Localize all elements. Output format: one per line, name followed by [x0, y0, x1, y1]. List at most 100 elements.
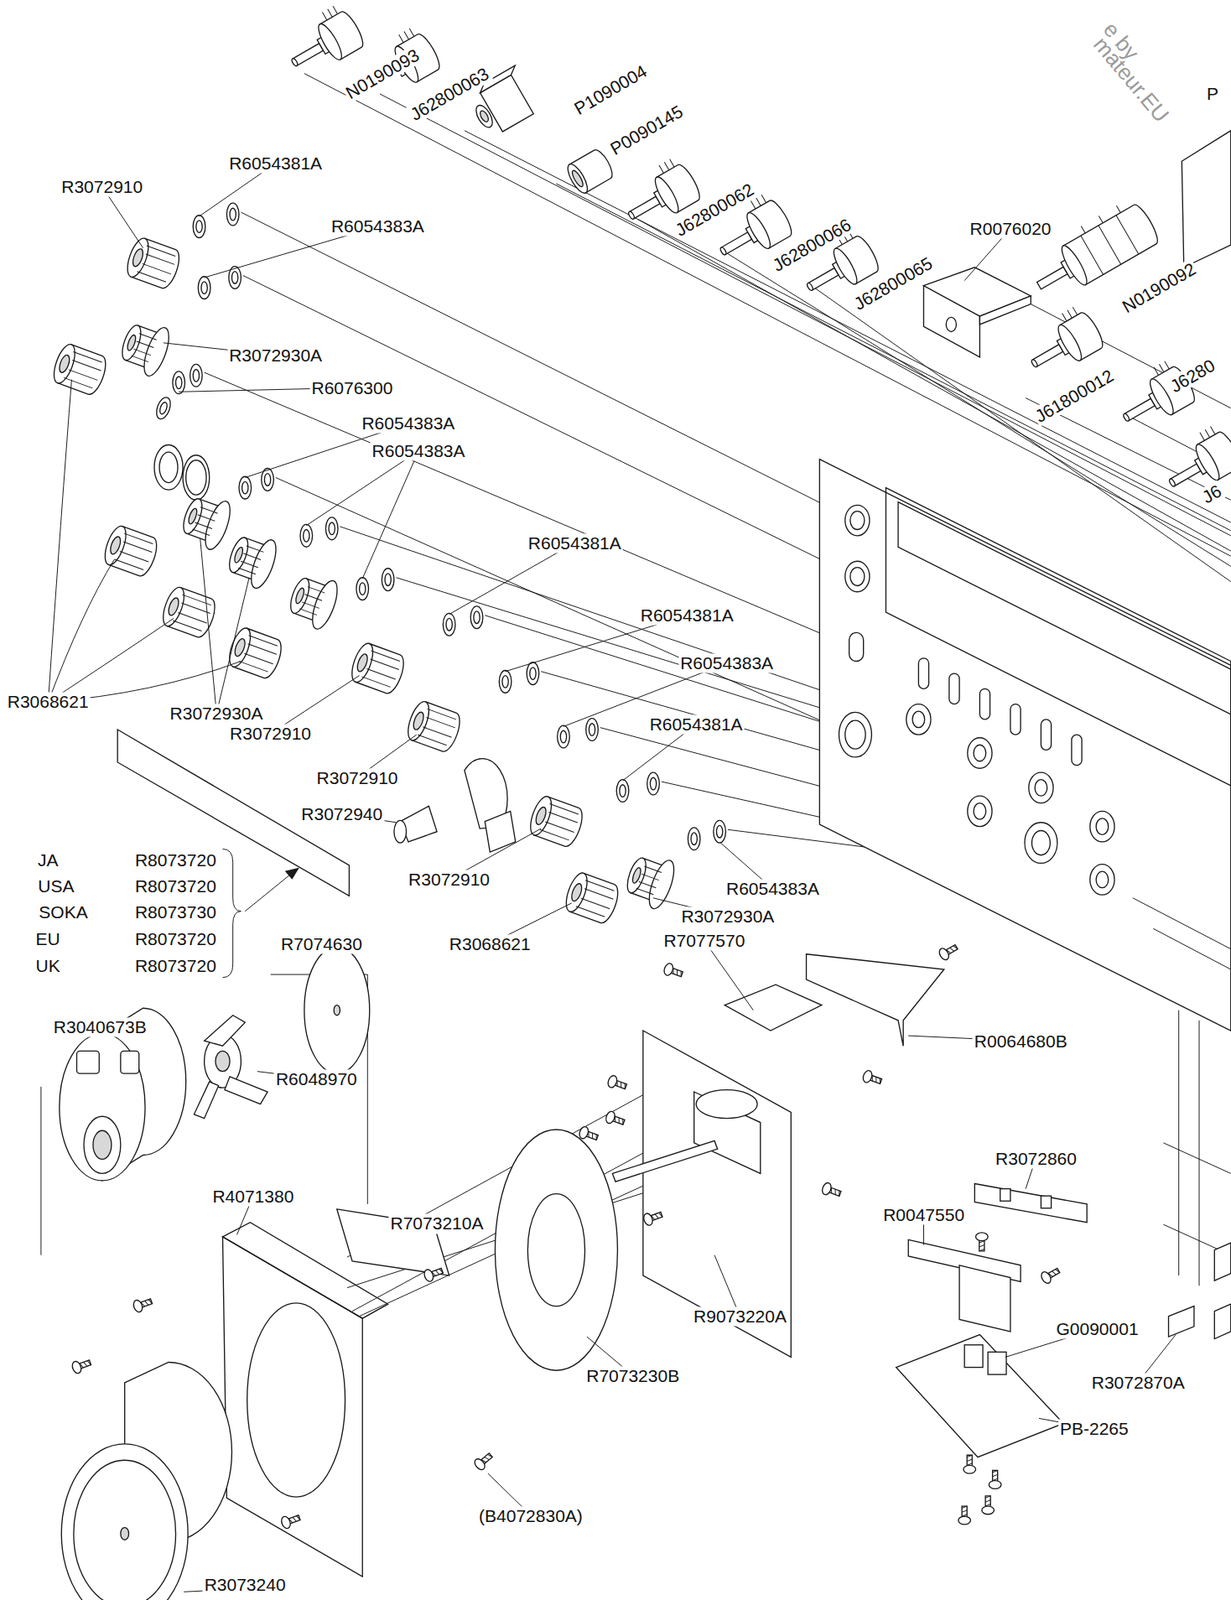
part-outline [356, 577, 369, 601]
part-number: J6 [1197, 480, 1226, 509]
part-outline [226, 202, 239, 226]
part-outline [1018, 301, 1107, 382]
part-outline [1031, 831, 1050, 856]
part-number: R9073220A [691, 1307, 789, 1327]
part-outline [1090, 810, 1115, 842]
part-outline [333, 1005, 340, 1016]
part-outline [280, 1511, 302, 1530]
part-outline [967, 737, 993, 769]
part-outline [604, 1110, 627, 1128]
part-outline [472, 102, 496, 130]
part-outline [987, 1351, 1007, 1375]
part-number: R0064680B [972, 1031, 1070, 1051]
part-number: J62800065 [849, 252, 938, 315]
part-outline [974, 1184, 1087, 1223]
part-outline [394, 758, 516, 852]
part-outline [1095, 871, 1109, 888]
part-number: R3072910 [228, 724, 313, 744]
part-outline [154, 395, 174, 421]
part-outline [478, 109, 491, 124]
part-number: J61800012 [1029, 364, 1118, 427]
part-outline [172, 371, 186, 395]
part-outline [1034, 779, 1048, 796]
part-outline [973, 803, 987, 820]
part-outline [494, 1129, 618, 1371]
part-outline [918, 658, 929, 690]
part-number: R6048970 [274, 1069, 359, 1089]
part-number: R3073240 [202, 1575, 288, 1595]
part-outline [557, 725, 571, 748]
region-code: UK [34, 955, 63, 976]
part-outline [958, 1506, 972, 1525]
part-outline [564, 146, 617, 196]
part-outline [845, 720, 866, 749]
part-outline [197, 276, 211, 300]
part-number: R6076300 [309, 378, 395, 398]
part-outline [906, 704, 931, 736]
part-outline [285, 868, 299, 879]
part-outline [988, 1469, 1002, 1489]
part-number: R3072930A [679, 907, 776, 927]
part-number: R3072860 [993, 1148, 1079, 1169]
part-outline [937, 941, 960, 962]
part-outline [223, 1222, 389, 1319]
part-number: R7074630 [279, 934, 364, 954]
part-outline [964, 1345, 983, 1368]
part-outline [238, 476, 252, 499]
part-outline [1095, 818, 1109, 835]
part-outline [1037, 266, 1068, 290]
region-code: USA [36, 876, 76, 896]
part-number: R3072910 [406, 870, 492, 890]
leader-line [244, 871, 294, 911]
part-outline [850, 567, 865, 587]
part-number: N0190093 [341, 43, 425, 103]
part-outline [93, 1130, 112, 1159]
part-outline [325, 517, 338, 541]
part-number: R3072870A [1090, 1373, 1187, 1393]
part-outline [896, 1334, 1065, 1458]
part-number: R8073720 [133, 851, 219, 871]
part-outline [586, 718, 599, 742]
part-outline [131, 1295, 154, 1314]
part-outline [898, 502, 1231, 715]
part-outline [1040, 1195, 1051, 1209]
part-outline [570, 169, 585, 189]
part-outline [223, 1236, 364, 1577]
part-number: R6054383A [359, 414, 457, 434]
part-outline [1090, 864, 1115, 896]
part-outline [159, 584, 220, 640]
part-outline [159, 451, 178, 484]
part-outline [577, 1125, 600, 1143]
part-outline [885, 488, 1231, 786]
part-outline [215, 1050, 230, 1071]
part-number: J62800063 [405, 62, 494, 125]
part-outline [850, 511, 865, 530]
part-outline [1214, 1242, 1231, 1281]
part-number: R6054381A [638, 605, 736, 625]
part-outline [527, 1194, 585, 1307]
part-number: R6054383A [678, 654, 775, 674]
part-number: J6280 [1164, 354, 1220, 398]
part-outline [1024, 822, 1058, 864]
region-code: JA [36, 851, 61, 871]
part-outline [1039, 1265, 1062, 1286]
part-outline [945, 316, 956, 332]
part-outline [470, 606, 484, 629]
part-outline [979, 688, 990, 720]
part-outline [1040, 719, 1051, 751]
part-outline [176, 489, 235, 553]
part-outline [442, 612, 456, 636]
part-outline [724, 984, 822, 1031]
part-number: P [1205, 83, 1221, 104]
part-number: R6054383A [329, 217, 426, 237]
part-outline [70, 1356, 93, 1375]
part-outline [1010, 704, 1021, 736]
part-outline [404, 699, 465, 755]
part-outline [498, 670, 512, 693]
part-number: R0047550 [881, 1205, 967, 1225]
part-outline [484, 810, 516, 852]
part-outline [819, 459, 1231, 1031]
part-outline [612, 1140, 717, 1182]
part-outline [186, 460, 207, 495]
part-outline [1181, 130, 1231, 268]
